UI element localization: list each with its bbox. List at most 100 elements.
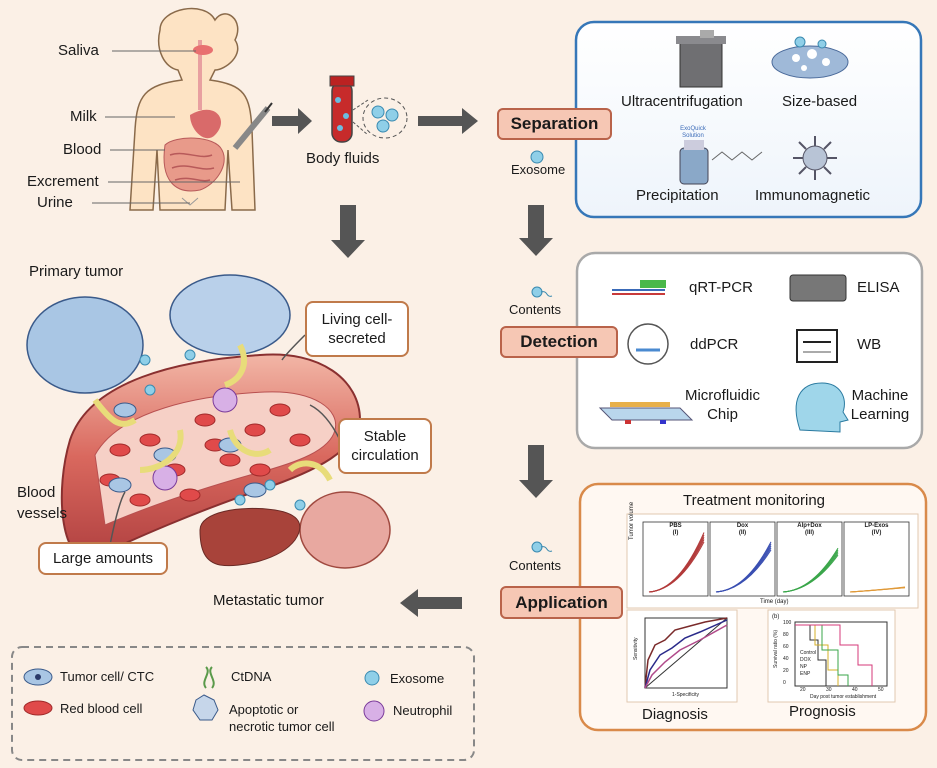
treatment-panel-frame [709, 521, 776, 597]
label-prognosis: Prognosis [789, 703, 856, 720]
body-label-lines [92, 50, 240, 204]
survival-y-label: Survival ratio (%) [773, 629, 779, 668]
legend-red-blood-cell-icon [23, 700, 53, 716]
legend-neutrophil-icon [363, 700, 385, 722]
survival-x-tick: 40 [852, 687, 858, 693]
exosome [264, 479, 276, 491]
survival-legend-entry: NP [800, 664, 807, 670]
label-machine-learning: Machine Learning [850, 387, 910, 423]
elisa-plate-icon [789, 274, 847, 302]
vessel-cells [99, 349, 311, 511]
survival-y-tick: 0 [783, 680, 786, 686]
legend-tumor-cell: Tumor cell/ CTC [60, 669, 155, 684]
contents-icon-1 [531, 286, 553, 298]
exosome-zoom-circle [362, 97, 408, 139]
treatment-monitoring-panels [642, 521, 910, 597]
legend-neutrophil: Neutrophil [393, 703, 453, 718]
legend-apoptotic: Apoptotic or necrotic tumor cell [229, 702, 335, 734]
red-blood-cell [289, 433, 311, 447]
liver-illustration [199, 507, 301, 567]
syringe-icon [232, 102, 273, 150]
treatment-curve [849, 586, 906, 593]
survival-y-tick: 100 [783, 620, 792, 626]
legend-red-blood-cell: Red blood cell [60, 701, 143, 716]
detection-pill: Detection [500, 326, 618, 358]
red-blood-cell [244, 423, 266, 437]
label-ddpcr: ddPCR [690, 336, 739, 353]
survival-panel-tag: (b) [772, 614, 780, 620]
survival-y-tick: 20 [783, 668, 789, 674]
flow-arrows [272, 108, 553, 617]
callout-stable-circulation: Stable circulation [338, 418, 432, 474]
label-contents-2: Contents [509, 558, 562, 573]
treatment-panel-label: Alp+Dox (III) [797, 523, 822, 536]
ultracentrifuge-icon [676, 30, 726, 88]
label-ultracentrifugation: Ultracentrifugation [621, 93, 743, 110]
legend-apoptotic-icon [192, 694, 219, 721]
human-body-illustration [129, 7, 256, 211]
survival-y-tick: 60 [783, 644, 789, 650]
survival-legend-entry: Control [800, 650, 817, 656]
survival-legend-entry: ENP [800, 671, 811, 677]
treatment-chart-frame [626, 513, 919, 609]
treatment-panel-frame [843, 521, 910, 597]
survival-x-tick: 20 [800, 687, 806, 693]
legend-box [11, 646, 475, 761]
red-blood-cell [179, 488, 201, 502]
treatment-curve [648, 532, 705, 593]
legend-exosome-icon [364, 670, 380, 686]
legend-ctdna: CtDNA [231, 669, 272, 684]
label-immunomagnetic: Immunomagnetic [755, 187, 871, 204]
migration-arrows [92, 343, 333, 482]
label-treatment-monitoring: Treatment monitoring [683, 492, 826, 509]
machine-learning-head-icon [795, 382, 849, 433]
label-urine: Urine [37, 194, 73, 211]
label-microfluidic-chip: Microfluidic Chip [684, 387, 760, 423]
metastatic-tumor-cluster [299, 491, 391, 569]
survival-legend-entry: DOX [800, 657, 811, 663]
label-qrt-pcr: qRT-PCR [689, 279, 753, 296]
legend-ctdna-icon [203, 666, 215, 689]
survival-x-tick: 50 [878, 687, 884, 693]
red-blood-cell [269, 403, 291, 417]
survival-y-tick: 80 [783, 632, 789, 638]
label-wb: WB [857, 336, 882, 353]
immunomagnetic-bead-icon [793, 136, 837, 180]
exosome [144, 384, 156, 396]
precipitation-kit-icon [679, 140, 763, 185]
exosome [184, 349, 196, 361]
callout-living-cell-secreted: Living cell- secreted [305, 301, 409, 357]
separation-pill: Separation [497, 108, 612, 140]
circulating-tumor-cell [108, 477, 132, 493]
red-blood-cell [109, 443, 131, 457]
survival-x-tick: 30 [826, 687, 832, 693]
contents-icon-2 [531, 541, 553, 553]
label-milk: Milk [70, 108, 97, 125]
red-blood-cell [249, 463, 271, 477]
treatment-panel-label: LP-Exos (IV) [864, 523, 889, 536]
treatment-panel-label: Dox (II) [736, 523, 749, 536]
red-blood-cell [129, 493, 151, 507]
label-elisa: ELISA [857, 279, 900, 296]
label-precipitation: Precipitation [636, 187, 719, 204]
label-blood: Blood [63, 141, 102, 158]
callout-large-amounts: Large amounts [38, 542, 168, 575]
microfluidic-chip-icon [598, 402, 694, 424]
roc-x-label: 1-Specificity [672, 692, 699, 698]
label-exoquick-kit: ExoQuick Solution [680, 126, 706, 139]
label-size-based: Size-based [782, 93, 858, 110]
primary-tumor-cluster [26, 274, 291, 394]
ddpcr-icon [627, 323, 669, 365]
survival-chart [794, 621, 888, 687]
label-body-fluids: Body fluids [306, 150, 380, 167]
legend-exosome: Exosome [390, 671, 445, 686]
tumor-volume-axis-label: Tumor volume [629, 501, 635, 540]
time-axis-label: Time (day) [760, 599, 789, 605]
roc-chart [644, 617, 728, 689]
label-contents-1: Contents [509, 302, 562, 317]
exosome [234, 494, 246, 506]
red-blood-cell [194, 413, 216, 427]
red-blood-cell [139, 433, 161, 447]
survival-x-label: Day post tumor establishment [810, 694, 877, 700]
